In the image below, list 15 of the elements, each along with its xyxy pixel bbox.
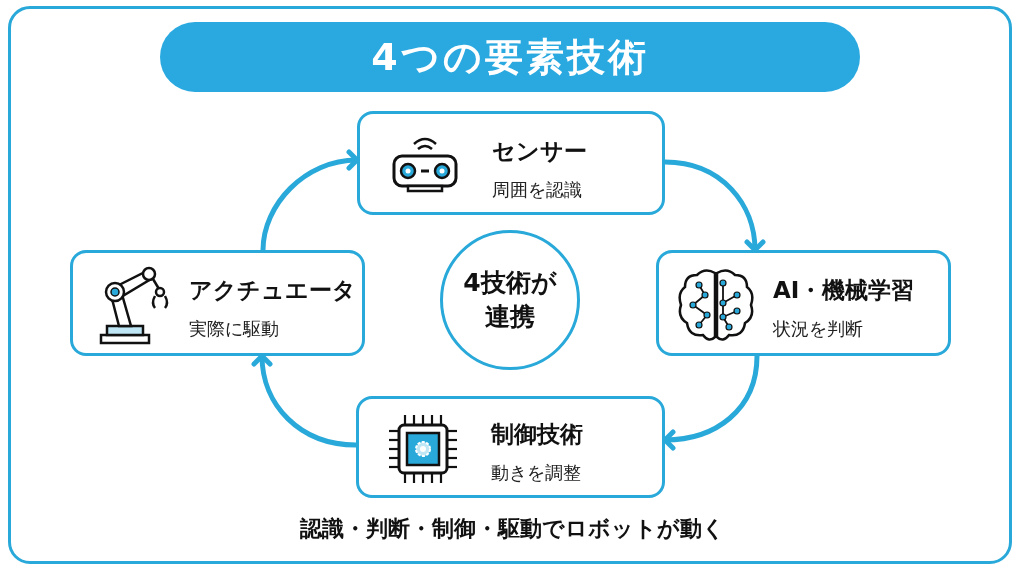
node-description: 周囲を認識 xyxy=(492,178,582,202)
node-description: 状況を判断 xyxy=(773,317,863,341)
title: 4つの要素技術 xyxy=(371,33,649,81)
node-description: 実際に駆動 xyxy=(189,317,279,341)
process-box xyxy=(70,250,365,356)
node-heading: 制御技術 xyxy=(491,420,583,449)
node-description: 動きを調整 xyxy=(491,461,581,485)
process-box xyxy=(356,396,665,498)
node-heading: センサー xyxy=(492,137,587,166)
node-heading: アクチュエータ xyxy=(189,276,356,305)
center-label: 4技術が連携 xyxy=(462,267,558,333)
caption: 認識・判断・制御・駆動でロボットが動く xyxy=(299,515,725,543)
process-box xyxy=(656,250,951,356)
process-box xyxy=(357,111,665,215)
node-heading: AI・機械学習 xyxy=(773,276,915,305)
